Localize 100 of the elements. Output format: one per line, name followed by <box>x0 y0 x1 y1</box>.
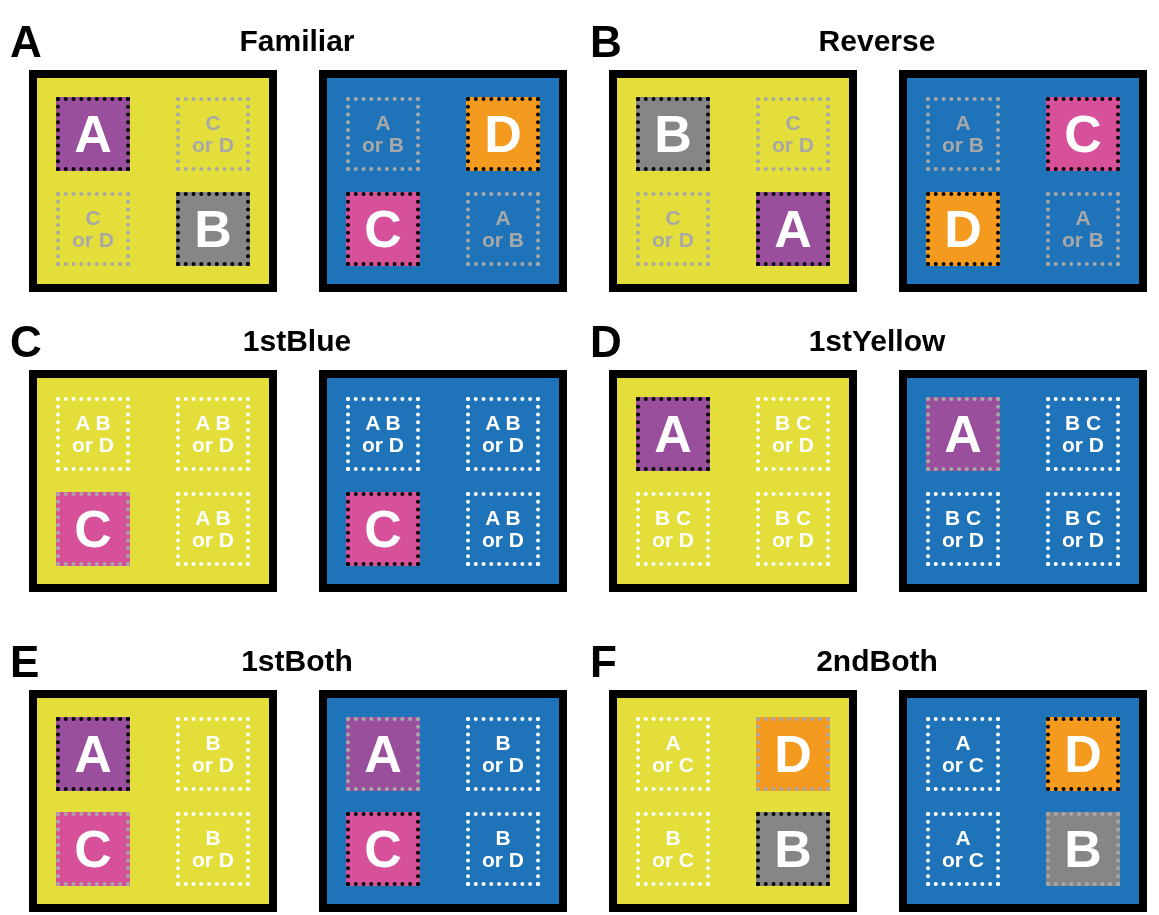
location-square <box>176 717 250 791</box>
location-square <box>466 492 540 566</box>
location-options: A or C <box>942 826 984 872</box>
location-options: A B or D <box>192 506 234 552</box>
location-options: B or D <box>482 826 524 872</box>
object-letter: A <box>654 408 692 460</box>
object-letter: D <box>1064 728 1102 780</box>
panel-letter: D <box>590 320 622 364</box>
object-letter: D <box>774 728 812 780</box>
location-square <box>466 812 540 886</box>
location-square <box>756 97 830 171</box>
object-square <box>756 192 830 266</box>
room-box <box>29 70 277 292</box>
location-options: C or D <box>652 206 694 252</box>
panel-letter: B <box>590 20 622 64</box>
room-box <box>609 690 857 912</box>
object-letter: B <box>654 108 692 160</box>
object-square <box>176 192 250 266</box>
room-box <box>319 690 567 912</box>
location-square <box>636 192 710 266</box>
location-square <box>466 717 540 791</box>
location-options: A or C <box>652 731 694 777</box>
panel-letter: E <box>10 640 40 684</box>
object-square <box>466 97 540 171</box>
location-square <box>56 397 130 471</box>
object-square <box>56 717 130 791</box>
panel-title: 1stBoth <box>240 646 354 676</box>
object-letter: B <box>194 203 232 255</box>
location-square <box>1046 192 1120 266</box>
object-square <box>1046 97 1120 171</box>
object-letter: D <box>944 203 982 255</box>
location-options: B C or D <box>1062 506 1104 552</box>
location-options: C or D <box>72 206 114 252</box>
location-options: C or D <box>772 111 814 157</box>
room-box <box>899 70 1147 292</box>
panel-title: 1stBlue <box>241 326 353 356</box>
location-square <box>176 97 250 171</box>
object-letter: B <box>774 823 812 875</box>
room-box <box>609 370 857 592</box>
panel-title: 1stYellow <box>807 326 947 356</box>
object-square <box>636 397 710 471</box>
location-square <box>56 192 130 266</box>
location-square <box>756 397 830 471</box>
room-box <box>899 370 1147 592</box>
location-square <box>466 397 540 471</box>
room-box <box>319 70 567 292</box>
panel-title: 2ndBoth <box>815 646 939 676</box>
location-options: B or D <box>192 826 234 872</box>
object-letter: A <box>944 408 982 460</box>
location-options: B C or D <box>942 506 984 552</box>
location-square <box>636 492 710 566</box>
object-letter: C <box>364 203 402 255</box>
location-options: A B or D <box>362 411 404 457</box>
location-options: A or B <box>362 111 404 157</box>
panel-letter: A <box>10 20 42 64</box>
object-square <box>756 717 830 791</box>
location-options: B C or D <box>772 506 814 552</box>
panel-letter: C <box>10 320 42 364</box>
object-square <box>1046 717 1120 791</box>
location-square <box>466 192 540 266</box>
object-letter: C <box>1064 108 1102 160</box>
location-options: B C or D <box>1062 411 1104 457</box>
panel-title: Reverse <box>817 26 937 56</box>
panel-title: Familiar <box>238 26 356 56</box>
location-square <box>636 812 710 886</box>
location-options: A or C <box>942 731 984 777</box>
room-box <box>29 690 277 912</box>
location-square <box>636 717 710 791</box>
room-box <box>899 690 1147 912</box>
panel-letter: F <box>590 640 617 684</box>
location-options: B C or D <box>652 506 694 552</box>
location-square <box>926 812 1000 886</box>
object-square <box>56 97 130 171</box>
location-square <box>1046 492 1120 566</box>
object-square <box>756 812 830 886</box>
location-square <box>926 97 1000 171</box>
location-options: A B or D <box>482 411 524 457</box>
location-square <box>346 397 420 471</box>
object-square <box>926 397 1000 471</box>
location-square <box>926 492 1000 566</box>
location-options: B or D <box>192 731 234 777</box>
object-square <box>346 812 420 886</box>
location-square <box>176 492 250 566</box>
object-square <box>56 492 130 566</box>
object-letter: A <box>774 203 812 255</box>
location-options: B or C <box>652 826 694 872</box>
location-options: A B or D <box>482 506 524 552</box>
location-options: B C or D <box>772 411 814 457</box>
room-box <box>319 370 567 592</box>
location-options: A or B <box>942 111 984 157</box>
object-square <box>346 192 420 266</box>
location-square <box>176 812 250 886</box>
object-letter: C <box>74 503 112 555</box>
location-square <box>346 97 420 171</box>
object-letter: A <box>74 108 112 160</box>
object-letter: A <box>74 728 112 780</box>
object-letter: D <box>484 108 522 160</box>
object-letter: A <box>364 728 402 780</box>
object-square <box>346 492 420 566</box>
room-box <box>609 70 857 292</box>
